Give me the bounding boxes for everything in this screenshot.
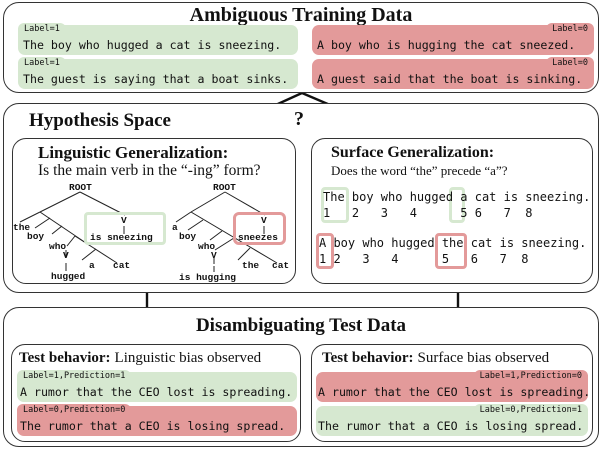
test-data-panel: Disambiguating Test Data Test behavior: … — [3, 307, 599, 447]
test-left-example-1: Label=1,Prediction=1 A rumor that the CE… — [17, 370, 297, 402]
training-example-3: Label=1 The guest is saying that a boat … — [18, 57, 298, 89]
training-example-1: Label=1 The boy who hugged a cat is snee… — [18, 23, 298, 55]
example-text: A rumor that the CEO lost is spreading. — [20, 385, 293, 399]
example-text: The rumor that a CEO is losing spread. — [20, 419, 286, 433]
tree1-v2: V — [121, 215, 127, 226]
tree2-a: a — [172, 222, 178, 233]
tree1-cat: cat — [113, 260, 131, 271]
question-mark: ? — [294, 108, 304, 130]
training-data-panel: Ambiguous Training Data Label=1 The boy … — [3, 2, 599, 93]
example-text: The rumor that a CEO is losing spread. — [318, 419, 584, 433]
example-text: The boy who hugged a cat is sneezing. — [23, 38, 282, 52]
surface-the-highlight-2 — [435, 233, 467, 269]
example-label: Label=1 — [18, 23, 66, 35]
example-label: Label=0,Prediction=1 — [473, 404, 588, 416]
tree2-who: who — [198, 241, 216, 252]
example-text: A guest said that the boat is sinking. — [317, 72, 583, 86]
tree2-hugging: is hugging — [179, 272, 237, 283]
test-left-heading-row: Test behavior: Linguistic bias observed — [19, 349, 261, 367]
tree1-hugged: hugged — [51, 271, 86, 282]
example-text: A rumor that the CEO lost is spreading. — [318, 385, 591, 399]
test-right-heading-row: Test behavior: Surface bias observed — [322, 349, 549, 367]
tree2-v2: V — [261, 215, 267, 226]
tree1-the: the — [13, 222, 31, 233]
example-label: Label=1 — [18, 57, 66, 69]
linguistic-title: Linguistic Generalization: — [38, 143, 229, 162]
tree2-main-verb-highlight — [233, 212, 286, 245]
training-title: Ambiguous Training Data — [189, 4, 413, 26]
example-label: Label=0 — [546, 57, 594, 69]
tree2-root: ROOT — [213, 182, 236, 193]
surface-generalization-box: Surface Generalization: Does the word “t… — [311, 138, 593, 284]
example-label: Label=1,Prediction=1 — [17, 370, 132, 382]
example-label: Label=0 — [546, 23, 594, 35]
test-right-example-2: Label=0,Prediction=1 The rumor that a CE… — [316, 404, 588, 436]
test-linguistic-box: Test behavior: Linguistic bias observed … — [11, 344, 301, 442]
tree1-v1: V — [63, 250, 69, 261]
surface-a-highlight-1 — [449, 187, 465, 223]
test-left-observation: Linguistic bias observed — [114, 350, 262, 366]
tree1-who: who — [49, 241, 67, 252]
test-right-heading: Test behavior: — [322, 350, 414, 366]
tree1-a: a — [89, 260, 95, 271]
example-label: Label=1,Prediction=0 — [473, 370, 588, 382]
example-text: A boy who is hugging the cat sneezed. — [317, 38, 576, 52]
tree1-main-verb: is sneezing — [90, 232, 153, 243]
example-text: The guest is saying that a boat sinks. — [23, 72, 289, 86]
surface-the-highlight-1 — [321, 187, 349, 223]
surface-question: Does the word “the” precede “a”? — [331, 163, 508, 178]
tree2-cat: cat — [272, 260, 290, 271]
linguistic-question: Is the main verb in the “-ing” form? — [38, 162, 261, 179]
test-surface-box: Test behavior: Surface bias observed Lab… — [311, 344, 593, 442]
example-label: Label=0,Prediction=0 — [17, 404, 132, 416]
hypothesis-space-panel: Hypothesis Space ? Linguistic Generaliza… — [3, 103, 599, 293]
test-left-example-2: Label=0,Prediction=0 The rumor that a CE… — [17, 404, 297, 436]
tree2-the: the — [242, 260, 260, 271]
tree1-root: ROOT — [69, 182, 92, 193]
tree2-main-verb: sneezes — [238, 232, 278, 243]
surface-a-highlight-2 — [316, 233, 334, 269]
hypothesis-title: Hypothesis Space — [29, 110, 171, 131]
tree1-boy: boy — [27, 231, 45, 242]
test-left-heading: Test behavior: — [19, 350, 111, 366]
training-example-2: Label=0 A boy who is hugging the cat sne… — [312, 23, 594, 55]
tree2-boy: boy — [179, 231, 197, 242]
tree2-v1: V — [211, 250, 217, 261]
surface-sentence-2: A boy who hugged the cat is sneezing. — [319, 236, 587, 250]
surface-sentence-1: The boy who hugged a cat is sneezing. — [323, 190, 591, 204]
linguistic-generalization-box: Linguistic Generalization: Is the main v… — [12, 138, 296, 284]
test-right-example-1: Label=1,Prediction=0 A rumor that the CE… — [316, 370, 591, 402]
training-example-4: Label=0 A guest said that the boat is si… — [312, 57, 594, 89]
surface-title: Surface Generalization: — [331, 144, 495, 161]
tree1-main-verb-highlight — [84, 212, 166, 245]
surface-indices-2: 1 2 3 4 5 6 7 8 — [319, 252, 529, 266]
surface-indices-1: 1 2 3 4 5 6 7 8 — [323, 206, 533, 220]
test-title: Disambiguating Test Data — [195, 315, 407, 336]
test-right-observation: Surface bias observed — [417, 350, 550, 366]
